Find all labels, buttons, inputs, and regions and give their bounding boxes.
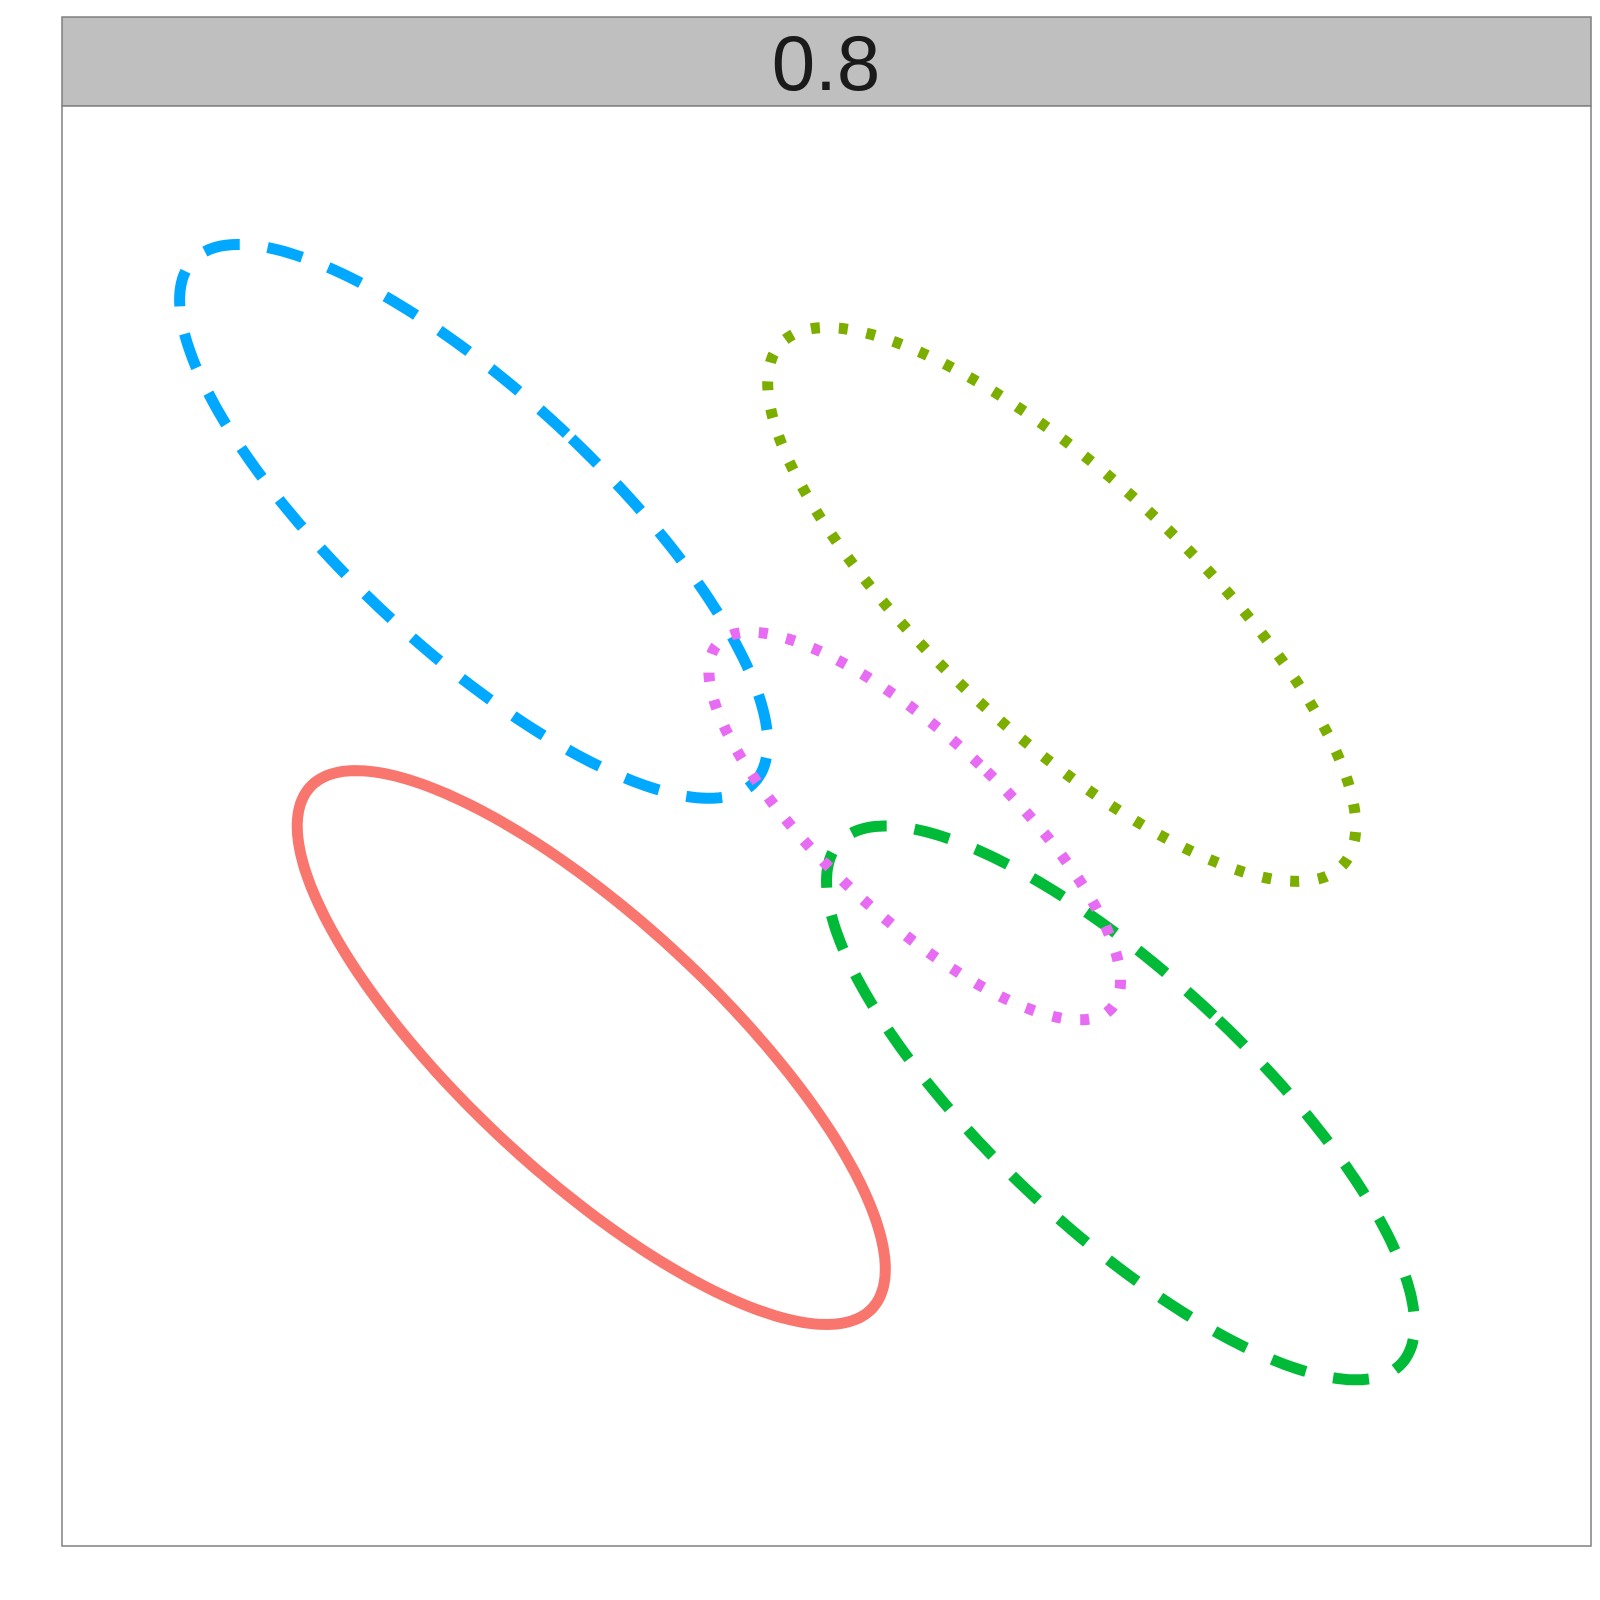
ellipse-series-1 [291, 765, 891, 1331]
panel-background [61, 105, 1592, 1547]
ellipse-series-3 [820, 820, 1421, 1386]
ellipse-series-4 [174, 239, 774, 804]
ellipse-layer [174, 239, 1421, 1386]
ellipse-series-2 [762, 321, 1362, 887]
facet-strip [61, 16, 1592, 107]
ellipse-series-5 [703, 626, 1126, 1026]
facet-label: 0.8 [772, 19, 880, 107]
